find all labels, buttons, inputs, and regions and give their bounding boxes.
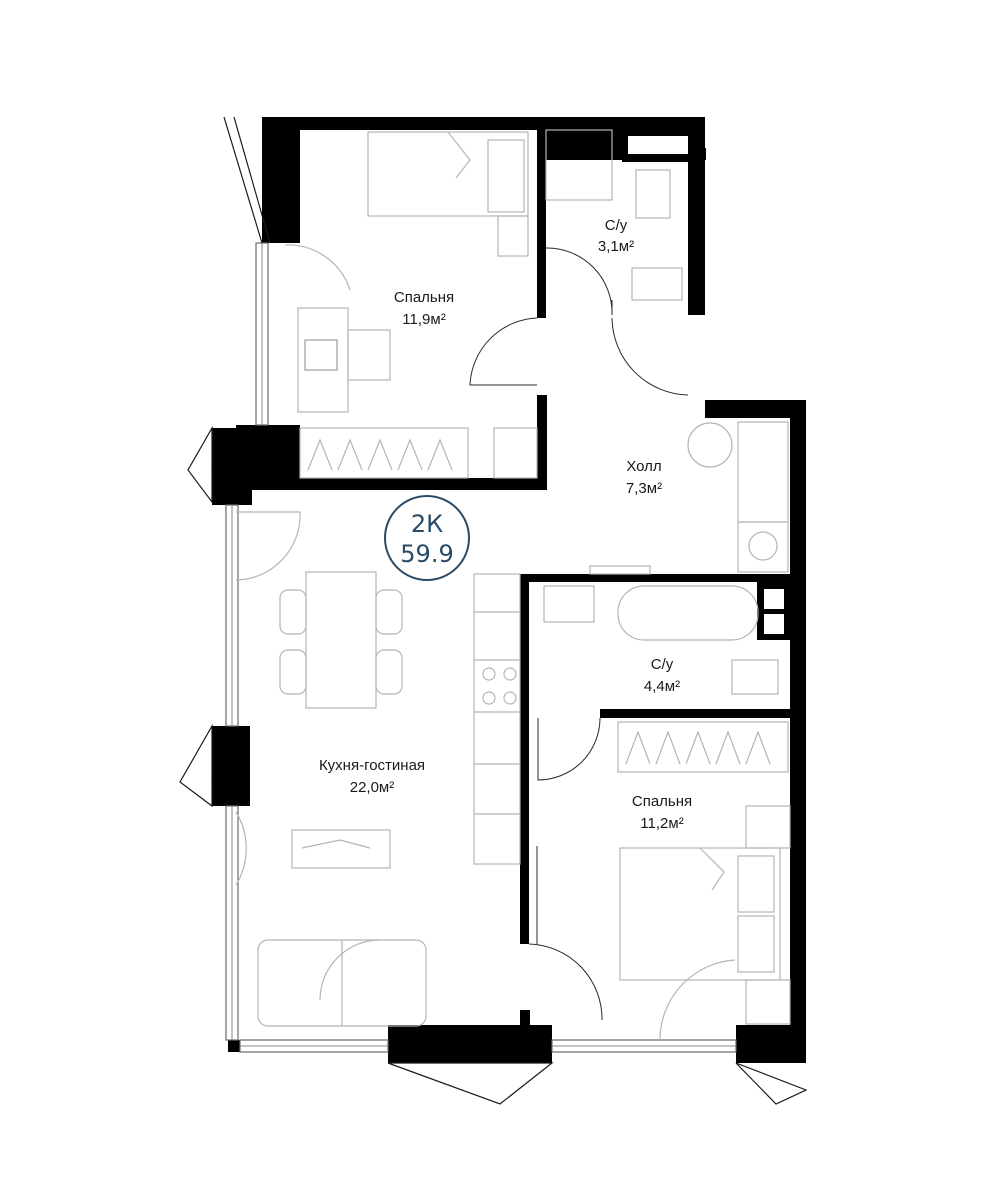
room-area-kitchen-living: 22,0м²: [350, 779, 395, 796]
wall-bottom-right: [736, 1025, 806, 1063]
apartment-badge: 2К 59.9: [384, 495, 470, 581]
bay-bottom-right: [735, 1062, 808, 1105]
wall-bath1-left: [537, 128, 546, 318]
door-bedroom2-swing: [528, 943, 603, 1021]
closet-2: [617, 721, 789, 773]
room-name-hall: Холл: [626, 458, 661, 475]
closet-1: [299, 427, 469, 479]
room-area-bathroom-2: 4,4м²: [644, 678, 680, 695]
bay-bottom-mid: [387, 1062, 554, 1105]
wall-left-top: [262, 117, 300, 243]
room-area-bathroom-1: 3,1м²: [598, 238, 634, 255]
bay-left-bottom: [179, 723, 213, 808]
room-area-bedroom-2: 11,2м²: [640, 815, 683, 832]
wardrobe-hall: [737, 421, 789, 523]
wall-bath2-top: [527, 574, 790, 582]
sink-2: [543, 585, 595, 623]
toilet-1: [635, 169, 671, 219]
wall-bottom-mid: [388, 1025, 552, 1063]
wall-left-mid-pillar: [212, 726, 250, 806]
bed-1: [367, 131, 529, 217]
wall-stub-bottom: [520, 1010, 530, 1025]
bathtub: [617, 585, 759, 641]
wall-bath1-box: [622, 128, 688, 136]
dining-table: [305, 571, 377, 709]
badge-rooms: 2К: [411, 510, 443, 538]
wall-bath1-right: [688, 117, 705, 315]
badge-circle: [384, 495, 470, 581]
room-name-bathroom-1: С/у: [605, 217, 628, 234]
sink-1: [631, 267, 683, 301]
bed-2: [619, 847, 781, 981]
bay-left-top: [187, 425, 213, 504]
wall-bath2-bottom: [600, 709, 790, 718]
washer: [737, 521, 789, 573]
room-area-hall: 7,3м²: [626, 480, 662, 497]
room-area-bedroom-1: 11,9м²: [402, 311, 445, 328]
wall-bedroom1-bottom: [216, 395, 547, 505]
room-name-kitchen-living: Кухня-гостиная: [319, 757, 425, 774]
tv-stand: [291, 829, 391, 869]
door-bath2-swing: [537, 717, 601, 781]
wall-left-pillar: [212, 428, 262, 505]
badge-area: 59.9: [400, 540, 453, 568]
wall-bath2-left: [520, 574, 529, 944]
kitchen-counter: [473, 573, 521, 865]
windows: [225, 242, 737, 1053]
hall-round-table: [687, 422, 733, 468]
bays: [179, 116, 808, 1105]
wall-bottom-left-corner: [228, 1040, 240, 1052]
shower-1: [545, 129, 613, 201]
door-hall-swing: [611, 317, 689, 396]
room-labels: Спальня 11,9м² С/у 3,1м² Холл 7,3м² Кухн…: [319, 217, 692, 832]
room-name-bathroom-2: С/у: [651, 656, 674, 673]
wall-bath1-box-side: [622, 128, 628, 160]
toilet-2: [731, 659, 779, 695]
room-name-bedroom-1: Спальня: [394, 289, 454, 306]
room-name-bedroom-2: Спальня: [632, 793, 692, 810]
doors: [235, 244, 736, 1041]
door-bedroom1-swing: [469, 317, 538, 386]
door-bath1-swing: [545, 247, 613, 316]
furniture: [257, 129, 791, 1027]
wall-bath1-box-bottom: [622, 154, 688, 161]
walls: [212, 117, 806, 1063]
wall-hall-right: [688, 400, 806, 1062]
